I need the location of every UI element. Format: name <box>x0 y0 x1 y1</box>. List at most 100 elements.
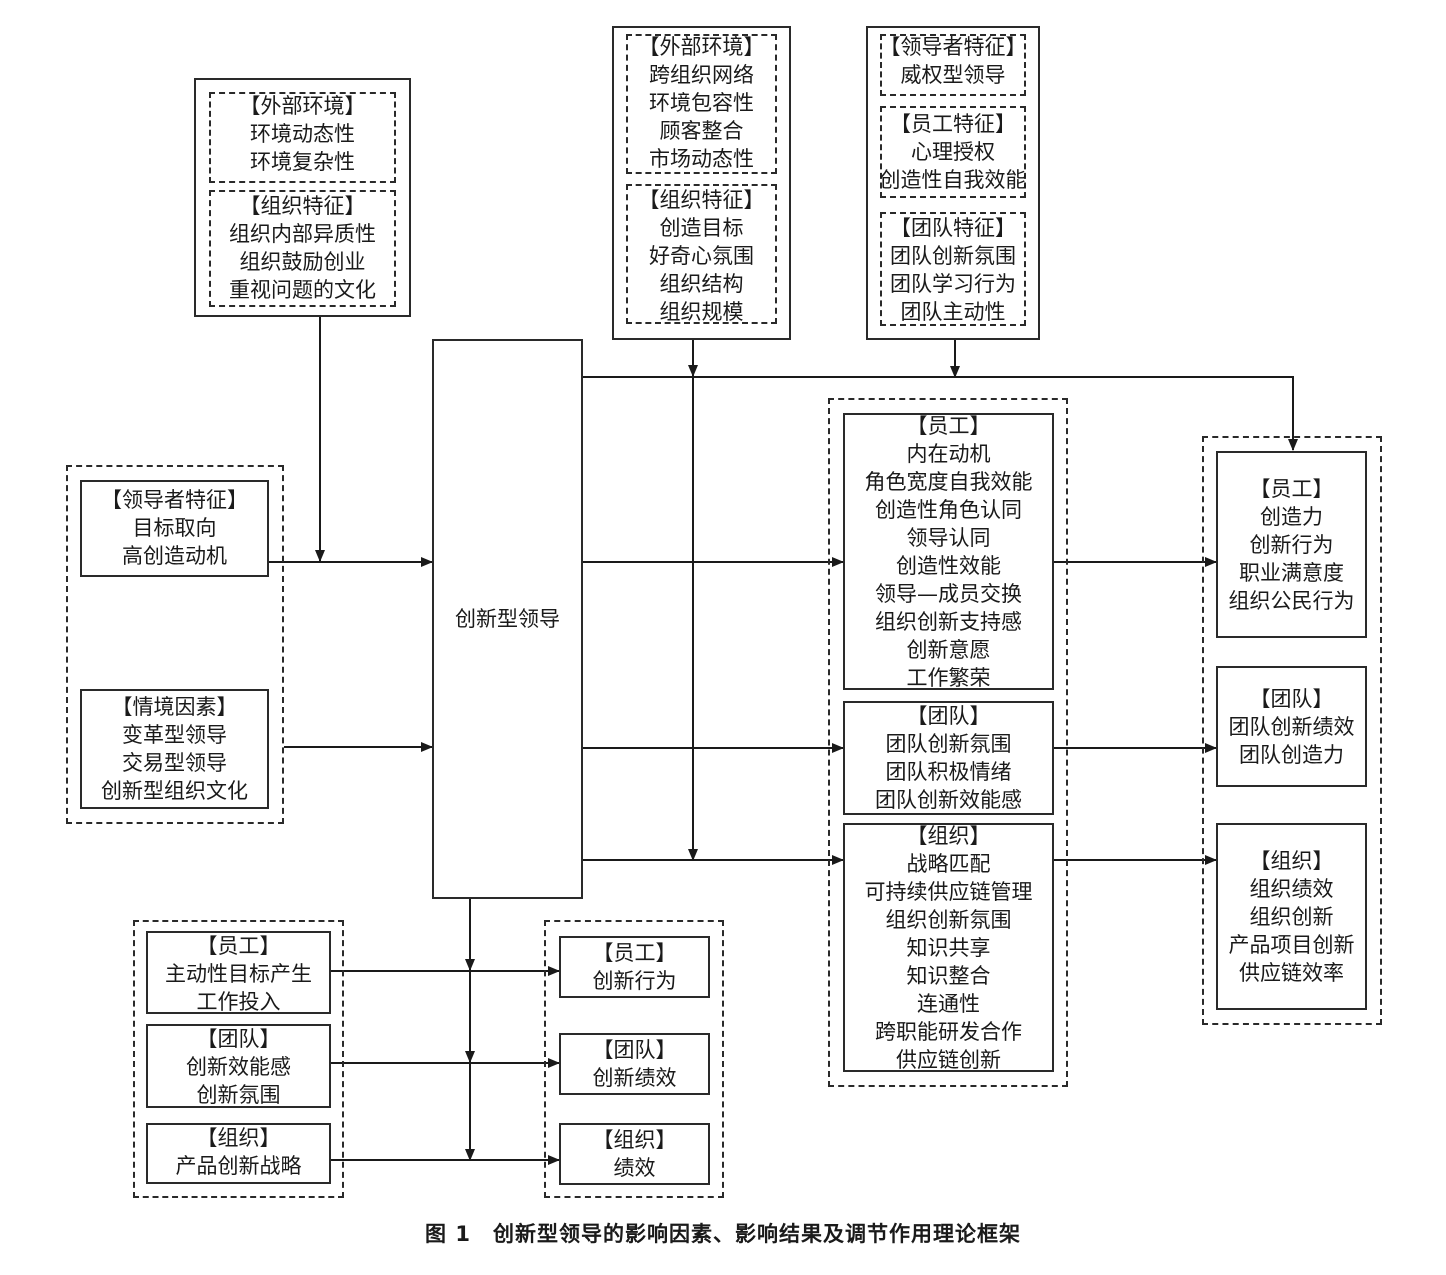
label-heading: 【组织】 <box>1249 849 1334 873</box>
label-item: 创新行为 <box>592 969 677 993</box>
label-item: 战略匹配 <box>906 852 991 876</box>
label-heading: 【团队】 <box>906 704 991 728</box>
label-item: 工作繁荣 <box>906 666 991 690</box>
label-item: 创造力 <box>1260 505 1323 529</box>
label-item: 职业满意度 <box>1239 561 1344 585</box>
moderator-box-topmid <box>612 26 791 340</box>
moderator-box-topleft <box>194 78 411 317</box>
antecedent-group <box>66 465 284 824</box>
outcome-team-box: 【团队】 团队创新绩效 团队创造力 <box>1216 666 1367 787</box>
mediator-org-box: 【组织】 战略匹配 可持续供应链管理 组织创新氛围 知识共享 知识整合 连通性 … <box>843 823 1054 1072</box>
label-item: 创造性角色认同 <box>875 498 1022 522</box>
label-heading: 【员工】 <box>196 934 281 958</box>
label-item: 威权型领导 <box>900 63 1006 87</box>
label-item: 创新型组织文化 <box>101 779 248 803</box>
label-item: 创新绩效 <box>592 1066 677 1090</box>
label-item: 团队创新绩效 <box>1228 715 1355 739</box>
label-item: 市场动态性 <box>649 147 754 171</box>
label-item: 产品项目创新 <box>1228 933 1355 957</box>
outcome-org-box: 【组织】 组织绩效 组织创新 产品项目创新 供应链效率 <box>1216 823 1367 1010</box>
label-heading: 【员工特征】 <box>890 112 1016 136</box>
label-heading: 【情境因素】 <box>111 695 238 719</box>
label-item: 团队创造力 <box>1239 743 1344 767</box>
antecedent-situation-box: 【情境因素】 变革型领导 交易型领导 创新型组织文化 <box>80 689 269 809</box>
mediator-group <box>828 398 1068 1087</box>
label-item: 环境复杂性 <box>250 150 355 174</box>
label-item: 交易型领导 <box>122 751 227 775</box>
moderator-group-external-mid <box>626 34 777 174</box>
label-item: 团队创新氛围 <box>890 244 1016 268</box>
label-item: 团队积极情绪 <box>885 760 1012 784</box>
label-item: 知识整合 <box>906 964 991 988</box>
label-heading: 【组织】 <box>196 1126 281 1150</box>
label-item: 内在动机 <box>906 442 991 466</box>
center-box: 创新型领导 <box>432 339 583 899</box>
label-item: 目标取向 <box>132 516 217 540</box>
label-item: 产品创新战略 <box>175 1154 302 1178</box>
label-item: 领导认同 <box>906 526 991 550</box>
label-item: 顾客整合 <box>659 119 744 143</box>
label-item: 领导—成员交换 <box>875 582 1022 606</box>
label-heading: 【领导者特征】 <box>879 35 1027 59</box>
label-item: 高创造动机 <box>122 544 227 568</box>
label-heading: 【团队】 <box>1249 687 1334 711</box>
label-heading: 【组织特征】 <box>638 188 765 212</box>
moderator-group-team-right <box>880 212 1026 326</box>
label-heading: 【组织】 <box>592 1128 677 1152</box>
bottom-outcome-group <box>544 920 724 1198</box>
antecedent-leader-box: 【领导者特征】 目标取向 高创造动机 <box>80 480 269 577</box>
label-heading: 【团队】 <box>196 1027 281 1051</box>
moderator-group-external-left <box>209 92 396 183</box>
mediator-employee-box: 【员工】 内在动机 角色宽度自我效能 创造性角色认同 领导认同 创造性效能 领导… <box>843 413 1054 690</box>
label-item: 主动性目标产生 <box>165 962 312 986</box>
label-item: 绩效 <box>613 1156 656 1180</box>
label-heading: 【员工】 <box>592 941 677 965</box>
label-item: 组织绩效 <box>1249 877 1334 901</box>
label-item: 角色宽度自我效能 <box>864 470 1033 494</box>
outcome-group <box>1202 436 1382 1025</box>
label-item: 组织公民行为 <box>1228 589 1355 613</box>
moderator-group-leader-right <box>880 34 1026 96</box>
label-item: 团队主动性 <box>900 300 1006 324</box>
label-item: 组织规模 <box>659 300 744 324</box>
label-item: 跨组织网络 <box>649 63 754 87</box>
label-item: 连通性 <box>917 992 980 1016</box>
outcome-employee-box: 【员工】 创造力 创新行为 职业满意度 组织公民行为 <box>1216 451 1367 638</box>
label-item: 心理授权 <box>911 140 995 164</box>
label-item: 创新意愿 <box>906 638 991 662</box>
label-item: 可持续供应链管理 <box>864 880 1033 904</box>
bottom-moderator-group <box>133 920 344 1198</box>
label-item: 创新效能感 <box>186 1055 291 1079</box>
label-heading: 【组织特征】 <box>239 194 366 218</box>
bottom-outcome-employee-box: 【员工】 创新行为 <box>559 936 710 998</box>
moderator-box-topright <box>866 26 1040 340</box>
label-heading: 【团队】 <box>592 1038 677 1062</box>
label-item: 工作投入 <box>196 990 281 1014</box>
label-item: 组织创新氛围 <box>885 908 1012 932</box>
label-item: 环境动态性 <box>250 122 355 146</box>
label-item: 团队学习行为 <box>890 272 1016 296</box>
label-item: 创造目标 <box>659 216 744 240</box>
label-item: 创造性自我效能 <box>879 168 1027 192</box>
mediator-team-box: 【团队】 团队创新氛围 团队积极情绪 团队创新效能感 <box>843 701 1054 815</box>
moderator-group-employee-right <box>880 106 1026 198</box>
figure-caption: 图 1 创新型领导的影响因素、影响结果及调节作用理论框架 <box>425 1222 1021 1246</box>
label-item: 跨职能研发合作 <box>875 1020 1022 1044</box>
label-item: 组织结构 <box>659 272 744 296</box>
label-heading: 【员工】 <box>1249 477 1334 501</box>
label-item: 创新氛围 <box>196 1083 281 1107</box>
moderator-group-org-left <box>209 190 396 307</box>
label-heading: 【团队特征】 <box>890 216 1016 240</box>
label-heading: 【外部环境】 <box>239 94 366 118</box>
label-item: 组织创新支持感 <box>875 610 1022 634</box>
label-item: 创造性效能 <box>896 554 1001 578</box>
bottom-moderator-org-box: 【组织】 产品创新战略 <box>146 1123 331 1184</box>
bottom-outcome-team-box: 【团队】 创新绩效 <box>559 1033 710 1095</box>
label-item: 好奇心氛围 <box>649 244 754 268</box>
label-item: 创新行为 <box>1249 533 1334 557</box>
label-heading: 【员工】 <box>906 414 991 438</box>
label-heading: 【外部环境】 <box>638 35 765 59</box>
label-item: 环境包容性 <box>649 91 754 115</box>
label-heading: 【组织】 <box>906 824 991 848</box>
